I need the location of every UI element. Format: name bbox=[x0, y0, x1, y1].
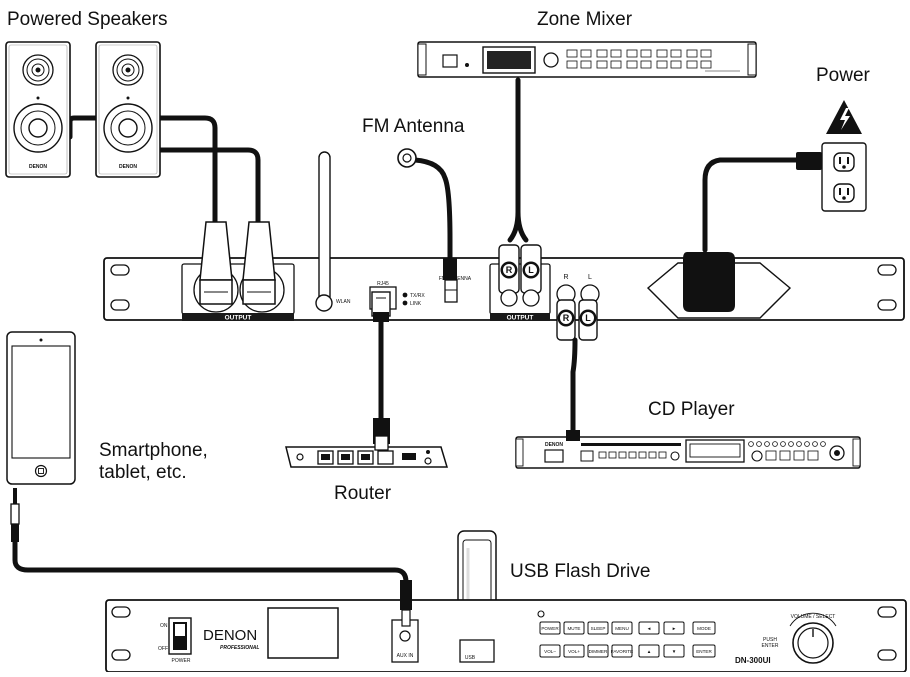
front-button-label-2-6: ▼ bbox=[672, 649, 677, 654]
cd-player-cable bbox=[570, 337, 578, 433]
front-button-2-4[interactable] bbox=[611, 644, 633, 658]
input-l-label: L bbox=[588, 274, 592, 281]
front-button-label-1-1: POWER bbox=[541, 626, 559, 631]
front-button-label-1-4: MENU bbox=[615, 626, 629, 631]
front-button-2-3[interactable] bbox=[587, 644, 609, 658]
ethernet-plug-icon bbox=[371, 291, 391, 322]
front-button-1-3[interactable] bbox=[587, 621, 609, 635]
link-label: LINK bbox=[410, 301, 422, 307]
aux-in-label: AUX IN bbox=[397, 653, 414, 659]
button-row-1: POWER MUTE SLEEP MENU ◄ ► MODE bbox=[539, 621, 716, 635]
trs-plug-icon bbox=[400, 580, 412, 627]
enter-label: ENTER bbox=[762, 643, 779, 649]
router bbox=[285, 418, 449, 468]
powered-speakers: DENON DENON bbox=[5, 41, 161, 178]
cd-brand: DENON bbox=[545, 442, 563, 448]
cables bbox=[12, 77, 803, 625]
speaker-cable-right bbox=[157, 147, 261, 225]
xlr-plug-left bbox=[199, 221, 233, 305]
knob-icon[interactable] bbox=[792, 622, 834, 664]
power-on-label: ON bbox=[160, 623, 168, 629]
lightning-warning-icon bbox=[826, 100, 862, 134]
front-button-1-1[interactable] bbox=[539, 621, 561, 635]
trs-plug-icon bbox=[10, 488, 20, 542]
front-button-label-1-5: ◄ bbox=[647, 626, 652, 631]
power-switch-label: POWER bbox=[172, 658, 191, 664]
front-button-label-1-6: ► bbox=[672, 626, 677, 631]
speaker-brand-left: DENON bbox=[29, 164, 47, 170]
label-router: Router bbox=[334, 483, 392, 504]
front-button-label-2-5: ▲ bbox=[647, 649, 652, 654]
front-button-2-2[interactable] bbox=[563, 644, 585, 658]
front-button-1-6[interactable] bbox=[663, 621, 685, 635]
label-power: Power bbox=[816, 65, 870, 86]
front-button-2-1[interactable] bbox=[539, 644, 561, 658]
usb-port-label: USB bbox=[465, 655, 476, 661]
fm-antenna-icon bbox=[397, 148, 417, 168]
xlr-plug-right bbox=[242, 221, 276, 305]
front-button-label-2-4: FAVORITE bbox=[611, 649, 633, 654]
label-usb-flash-drive: USB Flash Drive bbox=[510, 561, 651, 582]
power-cord bbox=[702, 157, 803, 253]
fm-antenna-cable bbox=[412, 157, 453, 261]
front-button-2-7[interactable] bbox=[692, 644, 716, 658]
model-label: DN-300UI bbox=[735, 656, 771, 665]
label-smartphone: Smartphone, tablet, etc. bbox=[99, 440, 208, 483]
front-button-2-5[interactable] bbox=[638, 644, 660, 658]
front-button-label-2-3: DIMMER bbox=[589, 649, 608, 654]
speaker-icon: DENON bbox=[95, 41, 161, 178]
wlan-label: WLAN bbox=[336, 299, 351, 305]
front-button-1-7[interactable] bbox=[692, 621, 716, 635]
rear-panel: OUTPUT WLAN RJ45 TX/RX LINK bbox=[103, 151, 905, 341]
front-button-1-4[interactable] bbox=[611, 621, 633, 635]
front-brand-sub: PROFESSIONAL bbox=[220, 645, 259, 651]
label-cd-player: CD Player bbox=[648, 399, 735, 420]
front-button-label-1-3: SLEEP bbox=[591, 626, 606, 631]
front-brand: DENON bbox=[203, 627, 257, 644]
wall-outlet-icon bbox=[821, 142, 867, 212]
aux-cable bbox=[12, 537, 409, 625]
speaker-icon: DENON bbox=[5, 41, 71, 178]
input-r-label: R bbox=[563, 274, 568, 281]
label-powered-speakers: Powered Speakers bbox=[7, 9, 168, 30]
volume-select-label: VOLUME / SELECT bbox=[791, 614, 836, 620]
rca-plug-icon: R L bbox=[556, 299, 598, 341]
cd-player: DENON bbox=[515, 430, 861, 469]
rca-plug-icon bbox=[566, 430, 580, 441]
tx-rx-label: TX/RX bbox=[410, 293, 425, 299]
label-zone-mixer: Zone Mixer bbox=[537, 9, 633, 30]
rca-plug-icon bbox=[498, 244, 542, 307]
speaker-brand-right: DENON bbox=[119, 164, 137, 170]
zone-mixer bbox=[417, 41, 757, 78]
ethernet-plug-icon bbox=[373, 418, 390, 451]
front-button-label-2-2: VOL+ bbox=[568, 649, 580, 654]
front-button-label-1-7: MODE bbox=[697, 626, 711, 631]
output-left-label: OUTPUT bbox=[225, 315, 252, 322]
power-plug bbox=[796, 152, 822, 170]
zone-mixer-cable bbox=[507, 77, 529, 243]
front-button-label-2-1: VOL– bbox=[544, 649, 556, 654]
front-panel: ON OFF POWER DENON PROFESSIONAL AUX IN U… bbox=[105, 580, 907, 673]
output-right-label: OUTPUT bbox=[507, 315, 534, 322]
antenna-icon bbox=[315, 151, 333, 312]
front-button-2-6[interactable] bbox=[663, 644, 685, 658]
power-source bbox=[796, 100, 867, 212]
label-fm-antenna: FM Antenna bbox=[362, 116, 465, 137]
rj45-label: RJ45 bbox=[377, 281, 389, 287]
front-button-label-2-7: ENTER bbox=[696, 649, 712, 654]
power-off-label: OFF bbox=[158, 646, 168, 652]
front-button-1-5[interactable] bbox=[638, 621, 660, 635]
smartphone-icon bbox=[6, 331, 76, 485]
front-button-label-1-2: MUTE bbox=[567, 626, 580, 631]
front-button-1-2[interactable] bbox=[563, 621, 585, 635]
push-label: PUSH bbox=[763, 637, 777, 643]
